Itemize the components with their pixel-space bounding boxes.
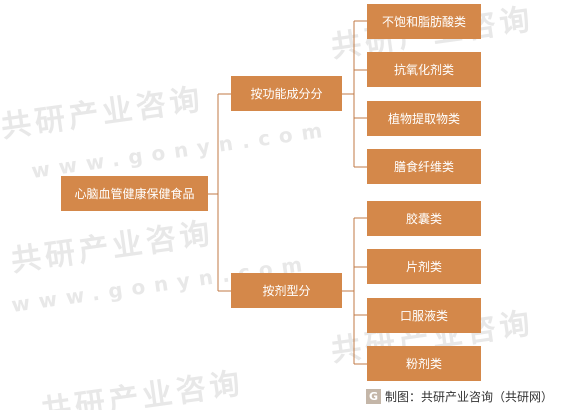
root-node: 心脑血管健康保健食品: [61, 176, 208, 211]
brand-logo-icon: G: [366, 389, 381, 404]
leaf-node: 不饱和脂肪酸类: [367, 4, 481, 39]
leaf-node: 粉剂类: [367, 346, 481, 381]
source-text: 制图：共研产业咨询（共研网）: [385, 390, 554, 404]
leaf-node: 植物提取物类: [367, 101, 481, 136]
leaf-node: 胶囊类: [367, 201, 481, 236]
category-node-function: 按功能成分分: [231, 76, 342, 111]
leaf-node: 抗氧化剂类: [367, 52, 481, 87]
leaf-node: 膳食纤维类: [367, 149, 481, 184]
category-node-dosage-form: 按剂型分: [231, 273, 342, 308]
source-credit: G 制图：共研产业咨询（共研网）: [366, 388, 553, 405]
leaf-node: 片剂类: [367, 249, 481, 284]
leaf-node: 口服液类: [367, 298, 481, 333]
